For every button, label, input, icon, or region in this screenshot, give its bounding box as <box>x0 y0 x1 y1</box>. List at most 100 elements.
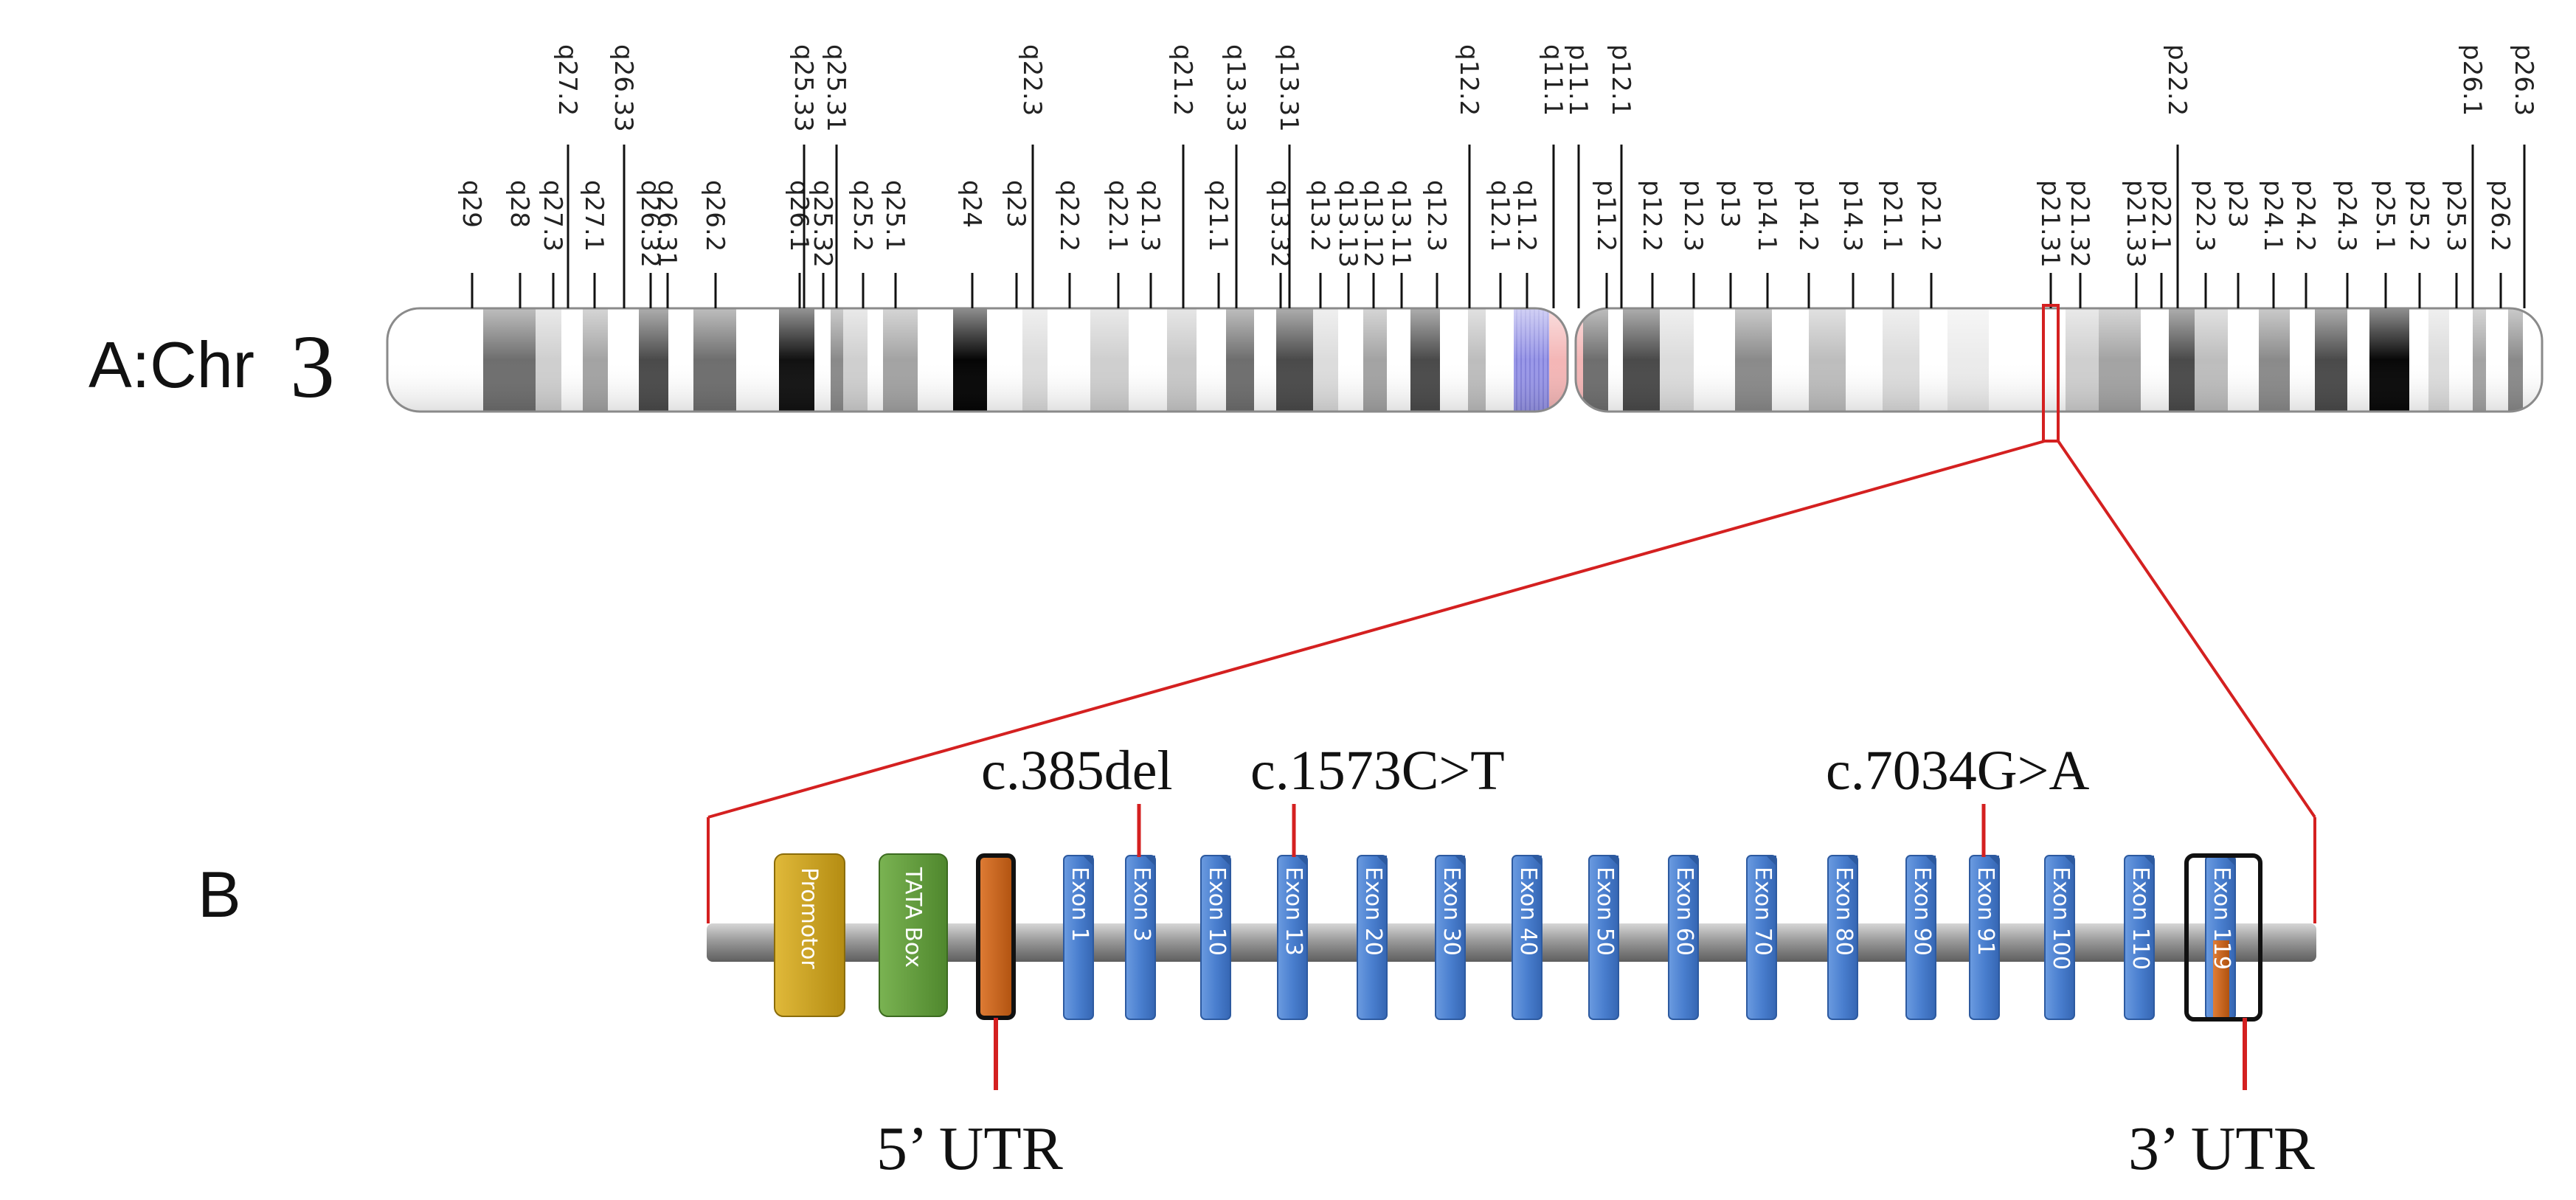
exon-box: Exon 70 <box>1746 855 1777 1020</box>
exon-label: Exon 60 <box>1672 867 1697 956</box>
band-tick-label: q21.2 <box>1168 44 1197 116</box>
band-tick-label: p22.3 <box>2190 180 2220 252</box>
exon-label: Exon 50 <box>1592 867 1618 956</box>
band-tick-label: q13.11 <box>1386 180 1416 268</box>
utr5-label: 5’ UTR <box>876 1114 1063 1183</box>
band-tick-label: p21.31 <box>2035 180 2065 268</box>
utr5-box <box>976 853 1016 1020</box>
band-tick-label: q13.2 <box>1305 180 1334 252</box>
band-tick-label: p12.3 <box>1678 180 1708 252</box>
utr3-fill <box>2213 940 2229 1018</box>
band-tick-label: q22.3 <box>1017 44 1047 116</box>
band-tick-label: q29 <box>457 180 486 228</box>
zoom-line-right <box>2057 440 2316 819</box>
band-tick-label: q13.33 <box>1221 44 1250 132</box>
band-tick-label: p11.2 <box>1591 180 1621 252</box>
exon-box: Exon 40 <box>1512 855 1543 1020</box>
exon-box: Exon 30 <box>1435 855 1466 1020</box>
band-tick-label: q24 <box>957 180 986 228</box>
tata-box-label: TATA Box <box>900 867 926 968</box>
exon-notch <box>1220 856 1230 866</box>
exon-rect <box>1357 855 1388 1020</box>
band-tick-label: p21.32 <box>2065 180 2094 268</box>
exon-label: Exon 40 <box>1515 867 1541 956</box>
band-tick-label: p14.1 <box>1752 180 1782 252</box>
band-tick-label: q23 <box>1001 180 1031 228</box>
exon-label: Exon 91 <box>1973 867 1998 956</box>
band-tick-label: q25.31 <box>821 44 851 132</box>
exon-box: Exon 60 <box>1668 855 1699 1020</box>
exon-box: Exon 100 <box>2044 855 2075 1020</box>
band-tick-label: p24.2 <box>2291 180 2320 252</box>
panel-b-label: B <box>198 858 241 931</box>
band-tick-label: p14.2 <box>1793 180 1823 252</box>
band-tick-label: p12.2 <box>1637 180 1666 252</box>
exon-rect <box>1905 855 1936 1020</box>
exon-box: Exon 3 <box>1125 855 1156 1020</box>
band-tick-label: q11.2 <box>1512 180 1541 252</box>
band-tick-label: q25.32 <box>808 180 837 268</box>
chromosome-number: 3 <box>290 317 335 417</box>
mutation-label-c7034GA: c.7034G>A <box>1826 740 2089 802</box>
exon-rect <box>1200 855 1231 1020</box>
band-tick-label: q27.1 <box>579 180 609 252</box>
band-tick-label: q26.33 <box>609 44 638 132</box>
utr3-box <box>2184 853 2262 1022</box>
band-tick-label: p26.3 <box>2509 44 2538 116</box>
band-tick-label: q22.2 <box>1054 180 1084 252</box>
exon-rect <box>1435 855 1466 1020</box>
gene-locus-highlight <box>2042 304 2060 443</box>
exon-box: Exon 50 <box>1588 855 1619 1020</box>
band-tick-label: q12.3 <box>1422 180 1451 252</box>
promotor-box: Promotor <box>774 853 845 1017</box>
band-tick-label: p12.1 <box>1606 44 1635 116</box>
exon-notch <box>1377 856 1387 866</box>
band-tick-label: q26.32 <box>635 180 665 268</box>
exon-label: Exon 13 <box>1281 867 1306 956</box>
mutation-label-c1573CT: c.1573C>T <box>1250 740 1505 802</box>
exon-notch <box>1847 856 1857 866</box>
band-tick-label: q27.3 <box>538 180 567 252</box>
exon-label: Exon 119 <box>2209 867 2234 970</box>
exon-notch <box>1145 856 1155 866</box>
exon-notch <box>1989 856 1999 866</box>
tata-box: TATA Box <box>879 853 948 1017</box>
exon-label: Exon 1 <box>1067 867 1093 942</box>
exon-notch <box>1297 856 1307 866</box>
panel-a-label: A:Chr <box>89 328 255 401</box>
exon-notch <box>2064 856 2074 866</box>
band-tick-label: p13 <box>1715 180 1745 228</box>
band-tick-label: q27.2 <box>553 44 582 116</box>
band-tick-label: p26.1 <box>2457 44 2487 116</box>
band-tick-label: q25.1 <box>880 180 910 252</box>
band-tick-label: q26.1 <box>784 180 814 252</box>
band-tick-label: p24.1 <box>2258 180 2288 252</box>
exon-notch <box>1531 856 1542 866</box>
exon-rect <box>2124 855 2155 1020</box>
exon-notch <box>2225 856 2235 866</box>
q-arm-outline <box>386 307 1569 413</box>
exon-label: Exon 3 <box>1129 867 1154 942</box>
exon-label: Exon 80 <box>1831 867 1857 956</box>
exon-box: Exon 20 <box>1357 855 1388 1020</box>
exon-rect <box>1588 855 1619 1020</box>
chromosome-ideogram <box>386 307 2544 413</box>
band-tick-label: q26.31 <box>652 180 682 268</box>
band-tick-label: q12.2 <box>1454 44 1483 116</box>
exon-box: Exon 90 <box>1905 855 1936 1020</box>
exon-box: Exon 13 <box>1277 855 1308 1020</box>
exon-rect <box>1512 855 1543 1020</box>
exon-notch <box>1688 856 1698 866</box>
utr3-label: 3’ UTR <box>2128 1114 2315 1183</box>
band-tick-label: p24.3 <box>2332 180 2361 252</box>
band-tick-label: q11.1 <box>1538 44 1568 116</box>
exon-notch <box>1766 856 1776 866</box>
band-tick-label: p25.1 <box>2370 180 2400 252</box>
band-tick-label: p26.2 <box>2485 180 2515 252</box>
exon-box: Exon 110 <box>2124 855 2155 1020</box>
band-tick-label: p22.1 <box>2146 180 2175 252</box>
band-tick-label: p21.33 <box>2121 180 2150 268</box>
band-tick-label: q28 <box>505 180 534 228</box>
band-tick-label: p25.3 <box>2441 180 2471 252</box>
